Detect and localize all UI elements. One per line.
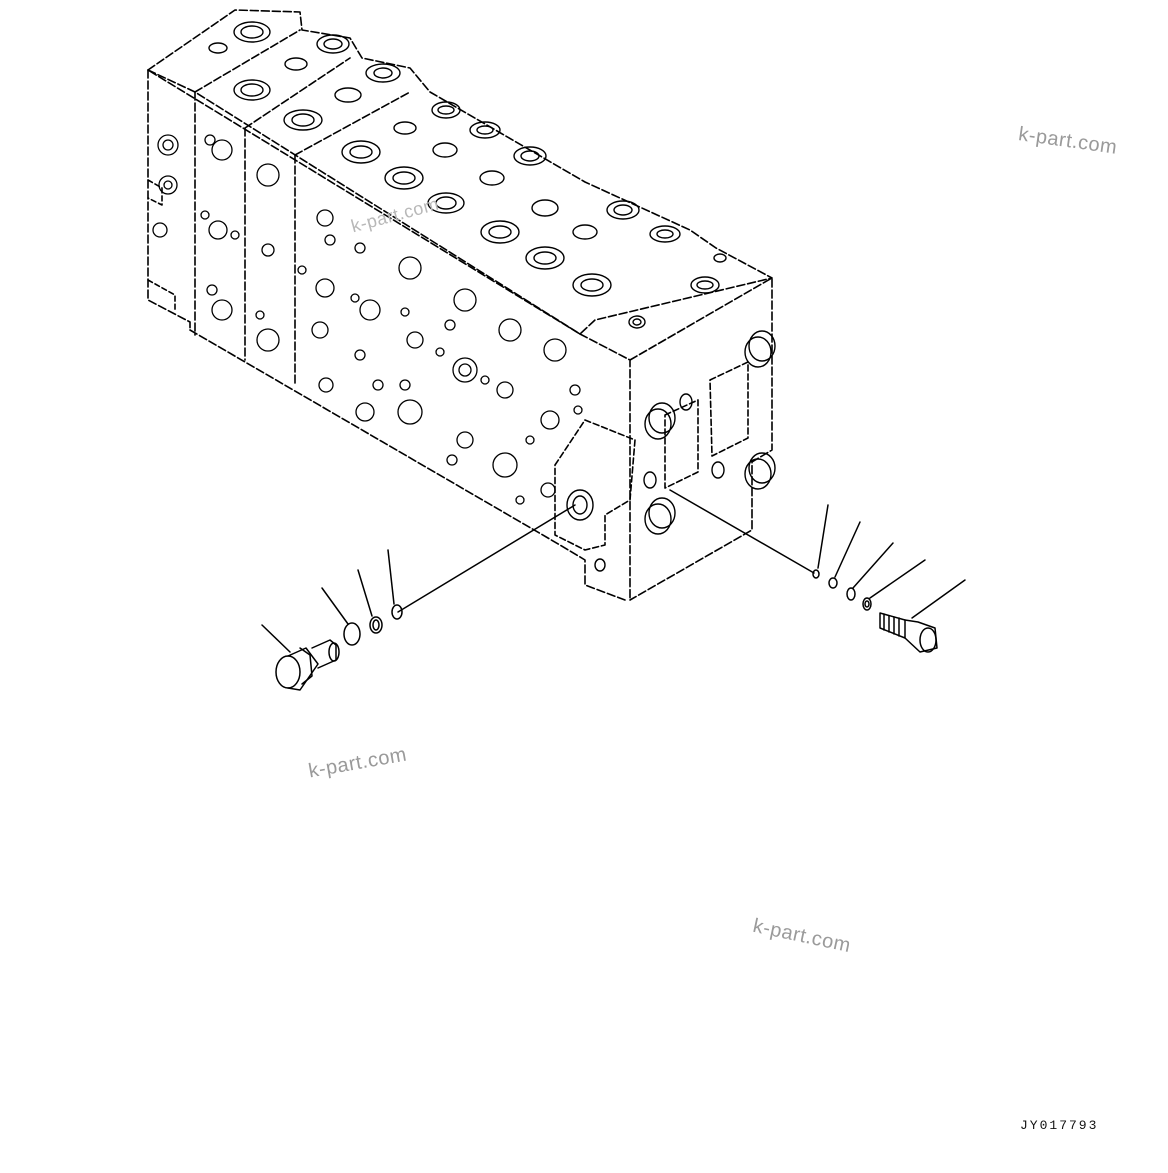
end-plate-features — [566, 330, 776, 572]
top-ports — [208, 21, 727, 329]
front-face-holes — [152, 134, 583, 505]
valve-block — [147, 9, 773, 601]
right-fitting-assembly — [669, 489, 966, 653]
drawing-code: JY017793 — [1020, 1118, 1099, 1133]
left-plug-assembly — [261, 504, 576, 691]
